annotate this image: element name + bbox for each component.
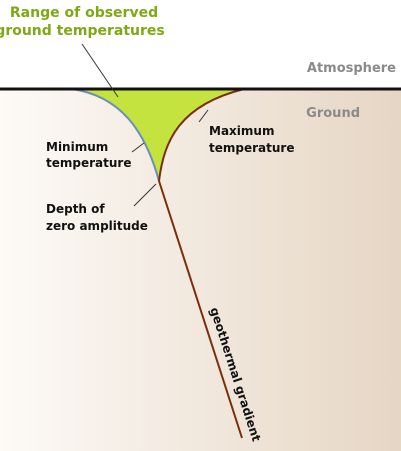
range-label-line2: ground temperatures bbox=[0, 23, 165, 39]
depth-leader-line bbox=[133, 183, 157, 207]
ground-label: Ground bbox=[306, 106, 360, 121]
maximum-temperature-label-line2: temperature bbox=[209, 141, 294, 155]
minimum-temperature-label-line1: Minimum bbox=[46, 140, 108, 154]
minimum-temperature-curve bbox=[71, 88, 160, 182]
range-leader-line bbox=[81, 43, 119, 98]
atmosphere-label: Atmosphere bbox=[307, 61, 396, 76]
maximum-temperature-label-line1: Maximum bbox=[209, 124, 274, 138]
minimum-leader-line bbox=[131, 142, 145, 153]
maximum-temperature-curve bbox=[158, 88, 245, 182]
range-label-line1: Range of observed bbox=[10, 5, 158, 21]
ground-area bbox=[0, 89, 401, 451]
temperature-range-area bbox=[72, 89, 244, 181]
zero-amplitude-label-line2: zero amplitude bbox=[46, 219, 148, 233]
minimum-temperature-label-line2: temperature bbox=[46, 156, 131, 170]
maximum-leader-line bbox=[198, 109, 209, 123]
geothermal-gradient-line bbox=[158, 180, 243, 439]
zero-amplitude-label-line1: Depth of bbox=[46, 202, 105, 216]
